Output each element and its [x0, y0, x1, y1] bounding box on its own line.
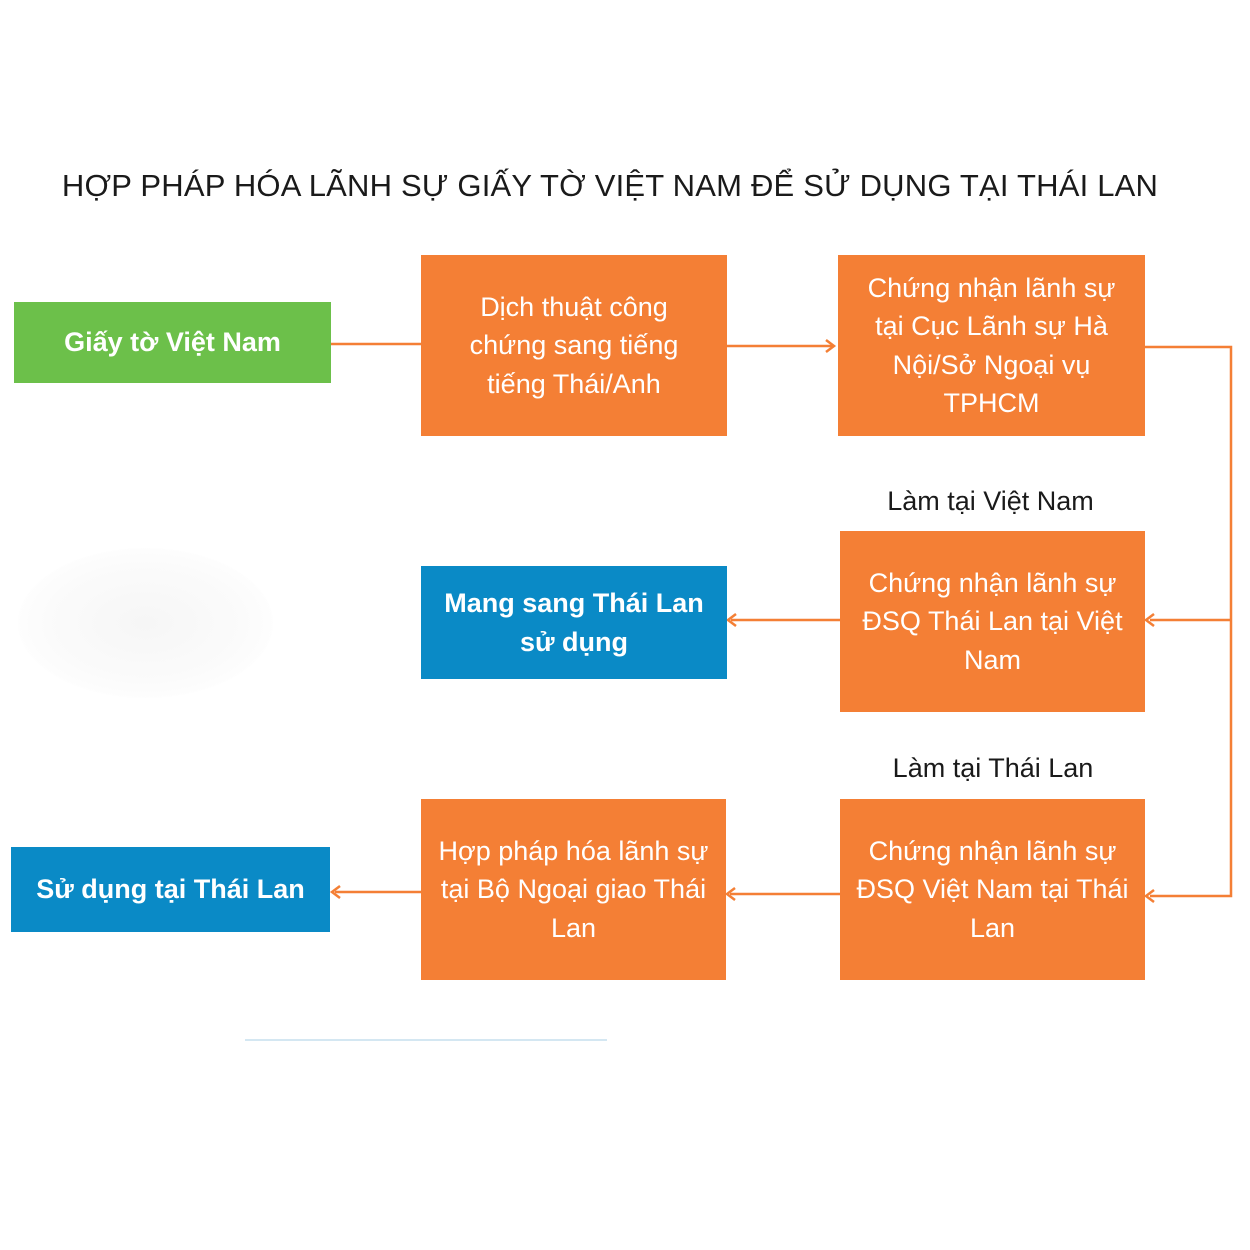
node-vn-consular-cert: Chứng nhận lãnh sự tại Cục Lãnh sự Hà Nộ… [838, 255, 1145, 436]
arrowhead-to-mfa [724, 887, 736, 901]
node-translation: Dịch thuật công chứng sang tiếng tiếng T… [421, 255, 727, 436]
node-bring-to-thailand: Mang sang Thái Lan sử dụng [421, 566, 727, 679]
node-use-in-thailand: Sử dụng tại Thái Lan [11, 847, 330, 932]
node-vn-documents: Giấy tờ Việt Nam [14, 302, 331, 383]
arrowhead-to-bring [725, 613, 737, 627]
node-thai-embassy-cert: Chứng nhận lãnh sự ĐSQ Thái Lan tại Việt… [840, 531, 1145, 712]
caption-done-in-vietnam: Làm tại Việt Nam [887, 486, 1094, 516]
background-blur-shape [18, 548, 273, 698]
arrowhead-to-consular [825, 339, 837, 353]
connector-right-bus [1145, 345, 1233, 898]
arrowhead-to-vn-embassy [1143, 889, 1155, 903]
node-thai-mfa-legalization: Hợp pháp hóa lãnh sự tại Bộ Ngoại giao T… [421, 799, 726, 980]
background-faint-line [245, 1039, 607, 1041]
diagram-title: HỢP PHÁP HÓA LÃNH SỰ GIẤY TỜ VIỆT NAM ĐỂ… [61, 168, 1159, 203]
arrowhead-to-use [329, 885, 341, 899]
arrowhead-to-thai-embassy [1143, 613, 1155, 627]
caption-done-in-thailand: Làm tại Thái Lan [892, 753, 1094, 783]
node-vn-embassy-cert: Chứng nhận lãnh sự ĐSQ Việt Nam tại Thái… [840, 799, 1145, 980]
